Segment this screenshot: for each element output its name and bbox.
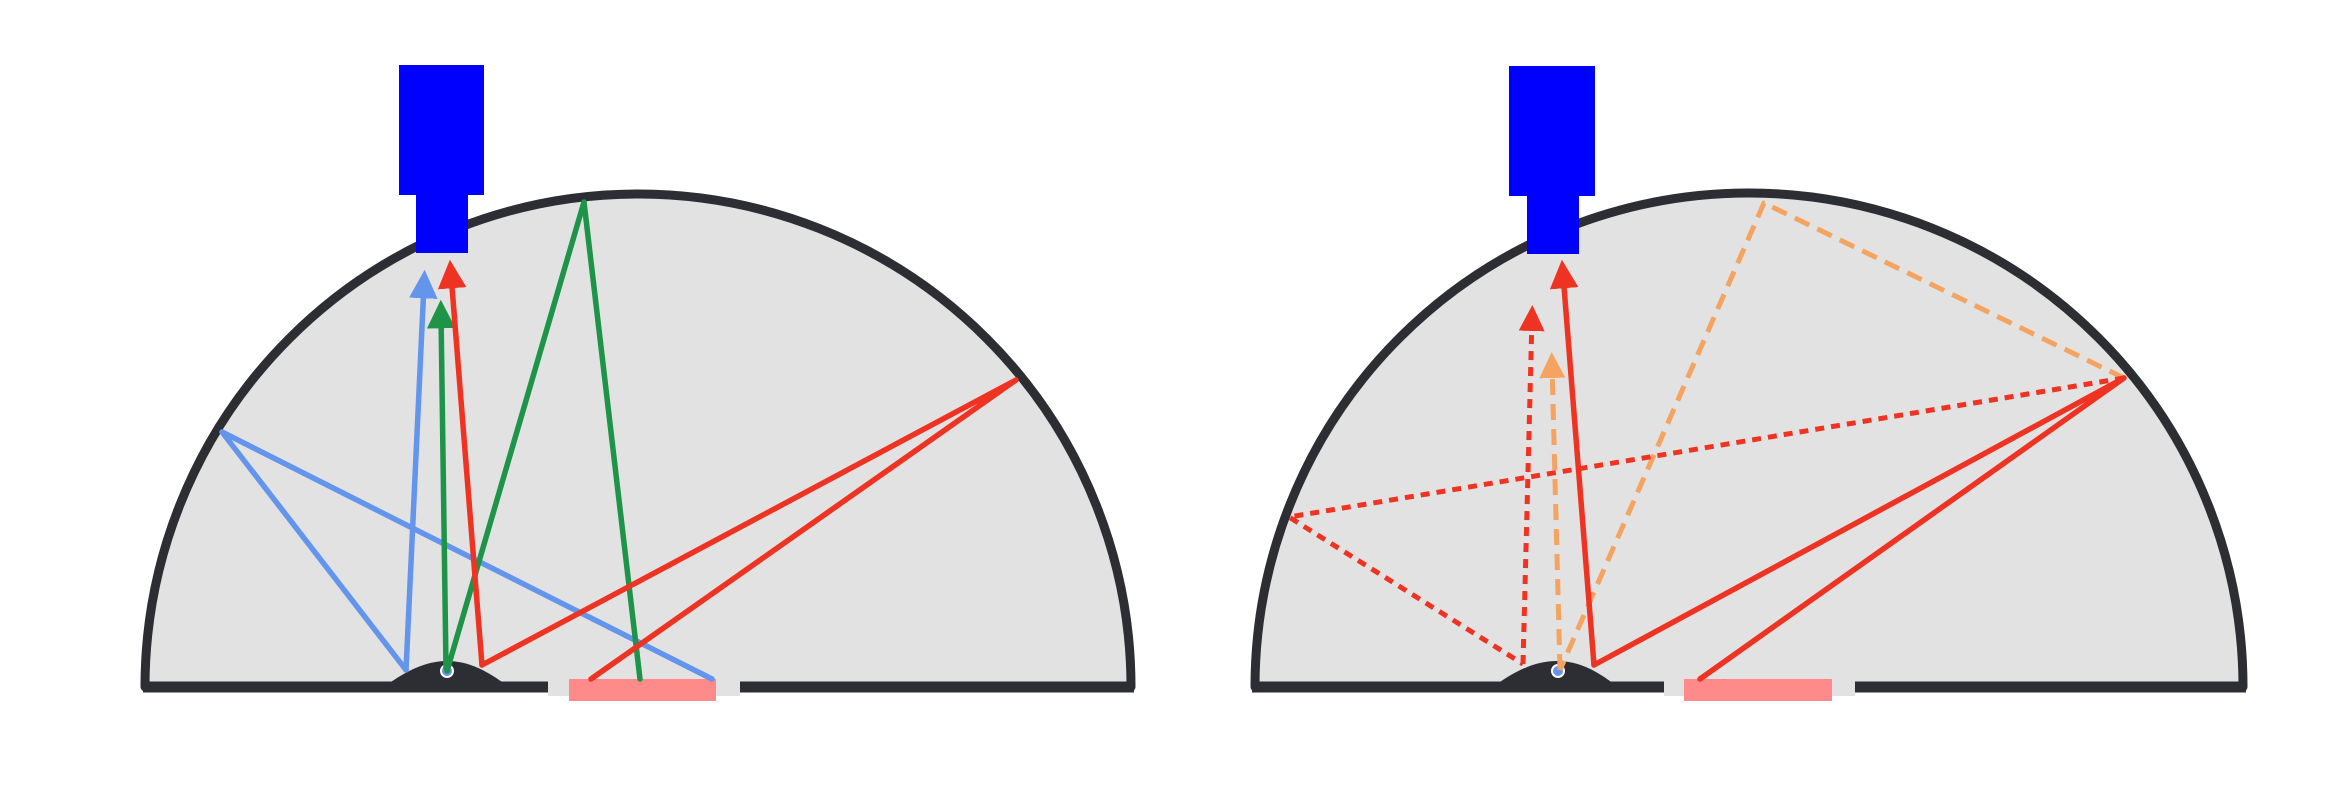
right-red-solid-rays: [1549, 259, 2127, 682]
right-red-dashed-ray-wall: [1286, 375, 2125, 667]
left-camera-lens: [416, 195, 468, 253]
left-hemisphere-dome: [140, 189, 1136, 692]
left-camera: [399, 65, 484, 253]
right-orange-ray-to-camera: [1539, 352, 1566, 671]
left-green-rays: [426, 199, 643, 682]
right-sample-patch: [1684, 679, 1832, 701]
left-red-rays: [437, 259, 1019, 682]
left-blue-ray-to-camera: [403, 269, 438, 673]
right-orange-ray-wall: [1557, 200, 2126, 672]
left-blue-rays: [219, 269, 715, 682]
left-diagram: [140, 65, 1136, 701]
right-orange-dashed-rays: [1539, 200, 2126, 672]
right-camera-body: [1509, 66, 1595, 196]
left-green-ray-to-camera: [426, 299, 456, 671]
right-red-ray-to-camera: [1549, 259, 1597, 668]
left-blue-ray-wall: [219, 429, 715, 682]
right-camera: [1509, 66, 1595, 254]
left-red-ray-wall: [479, 377, 1019, 682]
right-camera-lens: [1527, 196, 1579, 254]
right-red-dashed-ray-to-camera: [1518, 305, 1545, 665]
left-sample-patch: [569, 679, 716, 701]
left-red-ray-to-camera: [437, 259, 485, 668]
left-green-ray-top: [444, 199, 643, 682]
right-red-dashed-rays: [1286, 305, 2125, 667]
right-hemisphere-dome: [1250, 188, 2248, 692]
right-red-ray-wall: [1591, 375, 2127, 682]
left-camera-body: [399, 65, 484, 195]
right-diagram: [1250, 66, 2248, 701]
